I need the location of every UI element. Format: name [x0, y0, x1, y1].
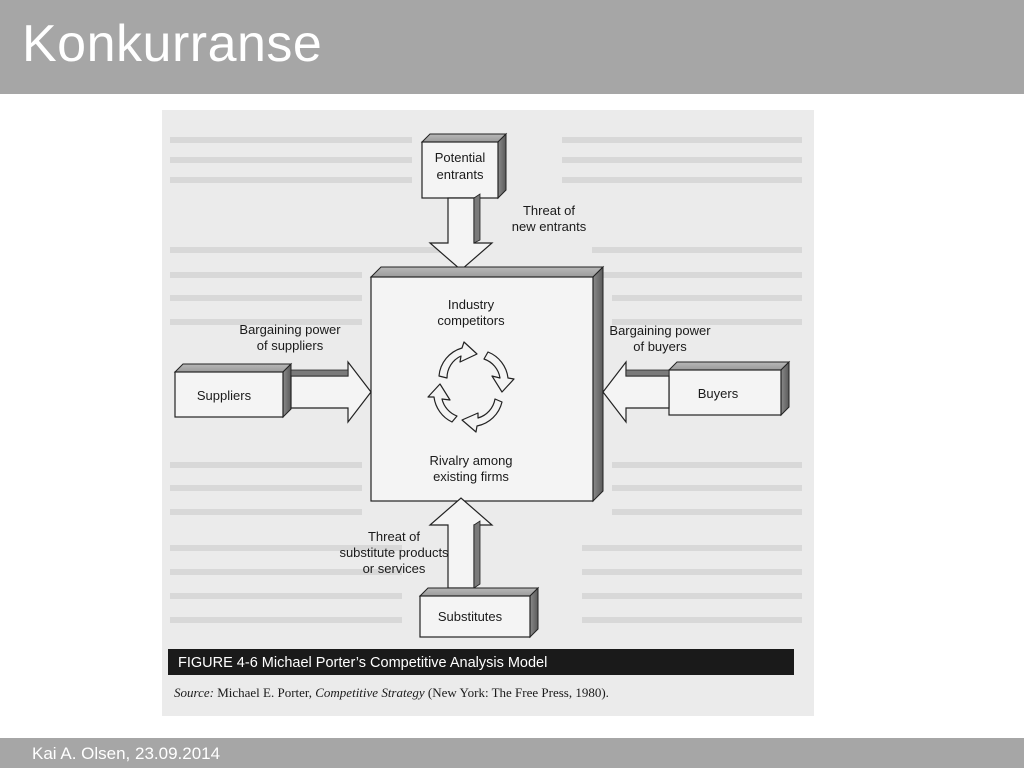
substitutes-label: Substitutes	[438, 609, 503, 624]
potential-entrants-line1: Potential	[435, 150, 486, 165]
figure-source: Source: Michael E. Porter, Competitive S…	[174, 685, 609, 700]
label-threat-substitutes-2: substitute products	[339, 545, 449, 560]
background-texture	[170, 137, 802, 623]
arrow-bargaining-buyers	[602, 360, 670, 424]
slide-title: Konkurranse	[22, 15, 323, 73]
porter-figure: Potential entrants Threat of new entrant…	[162, 110, 814, 716]
caption-bar	[168, 649, 794, 675]
label-bargaining-buyers-2: of buyers	[633, 339, 687, 354]
label-threat-new-entrants-1: Threat of	[523, 203, 575, 218]
label-threat-substitutes-1: Threat of	[368, 529, 420, 544]
label-bargaining-suppliers-2: of suppliers	[257, 338, 324, 353]
five-forces-diagram: Potential entrants Threat of new entrant…	[168, 132, 802, 700]
industry-competitors-line1: Industry	[448, 297, 495, 312]
suppliers-label: Suppliers	[197, 388, 252, 403]
label-threat-new-entrants-2: new entrants	[512, 219, 587, 234]
node-suppliers: Suppliers	[173, 362, 293, 419]
node-potential-entrants: Potential entrants	[420, 132, 508, 200]
footer-author-date: Kai A. Olsen, 23.09.2014	[32, 744, 221, 763]
node-industry-competitors: Industry competitors Rivalry among exist…	[369, 265, 605, 503]
potential-entrants-line2: entrants	[437, 167, 484, 182]
label-threat-substitutes-3: or services	[363, 561, 426, 576]
arrow-bargaining-suppliers	[290, 360, 372, 424]
rivalry-line1: Rivalry among	[429, 453, 512, 468]
title-bar: Konkurranse	[0, 0, 1024, 94]
footer-bar: Kai A. Olsen, 23.09.2014	[0, 738, 1024, 768]
industry-competitors-line2: competitors	[437, 313, 505, 328]
node-substitutes: Substitutes	[418, 586, 540, 639]
label-bargaining-suppliers-1: Bargaining power	[239, 322, 341, 337]
buyers-label: Buyers	[698, 386, 739, 401]
rivalry-line2: existing firms	[433, 469, 509, 484]
source-work: Competitive Strategy	[315, 685, 425, 700]
node-buyers: Buyers	[667, 360, 791, 417]
rivalry-cycle-icon	[427, 341, 515, 433]
label-bargaining-buyers-1: Bargaining power	[609, 323, 711, 338]
source-prefix: Source:	[174, 685, 214, 700]
arrow-threat-substitutes	[428, 497, 494, 589]
source-author: Michael E. Porter,	[214, 685, 315, 700]
arrow-threat-new-entrants	[428, 193, 494, 271]
figure-caption: FIGURE 4-6 Michael Porter’s Competitive …	[178, 655, 547, 671]
source-rest: (New York: The Free Press, 1980).	[425, 685, 609, 700]
